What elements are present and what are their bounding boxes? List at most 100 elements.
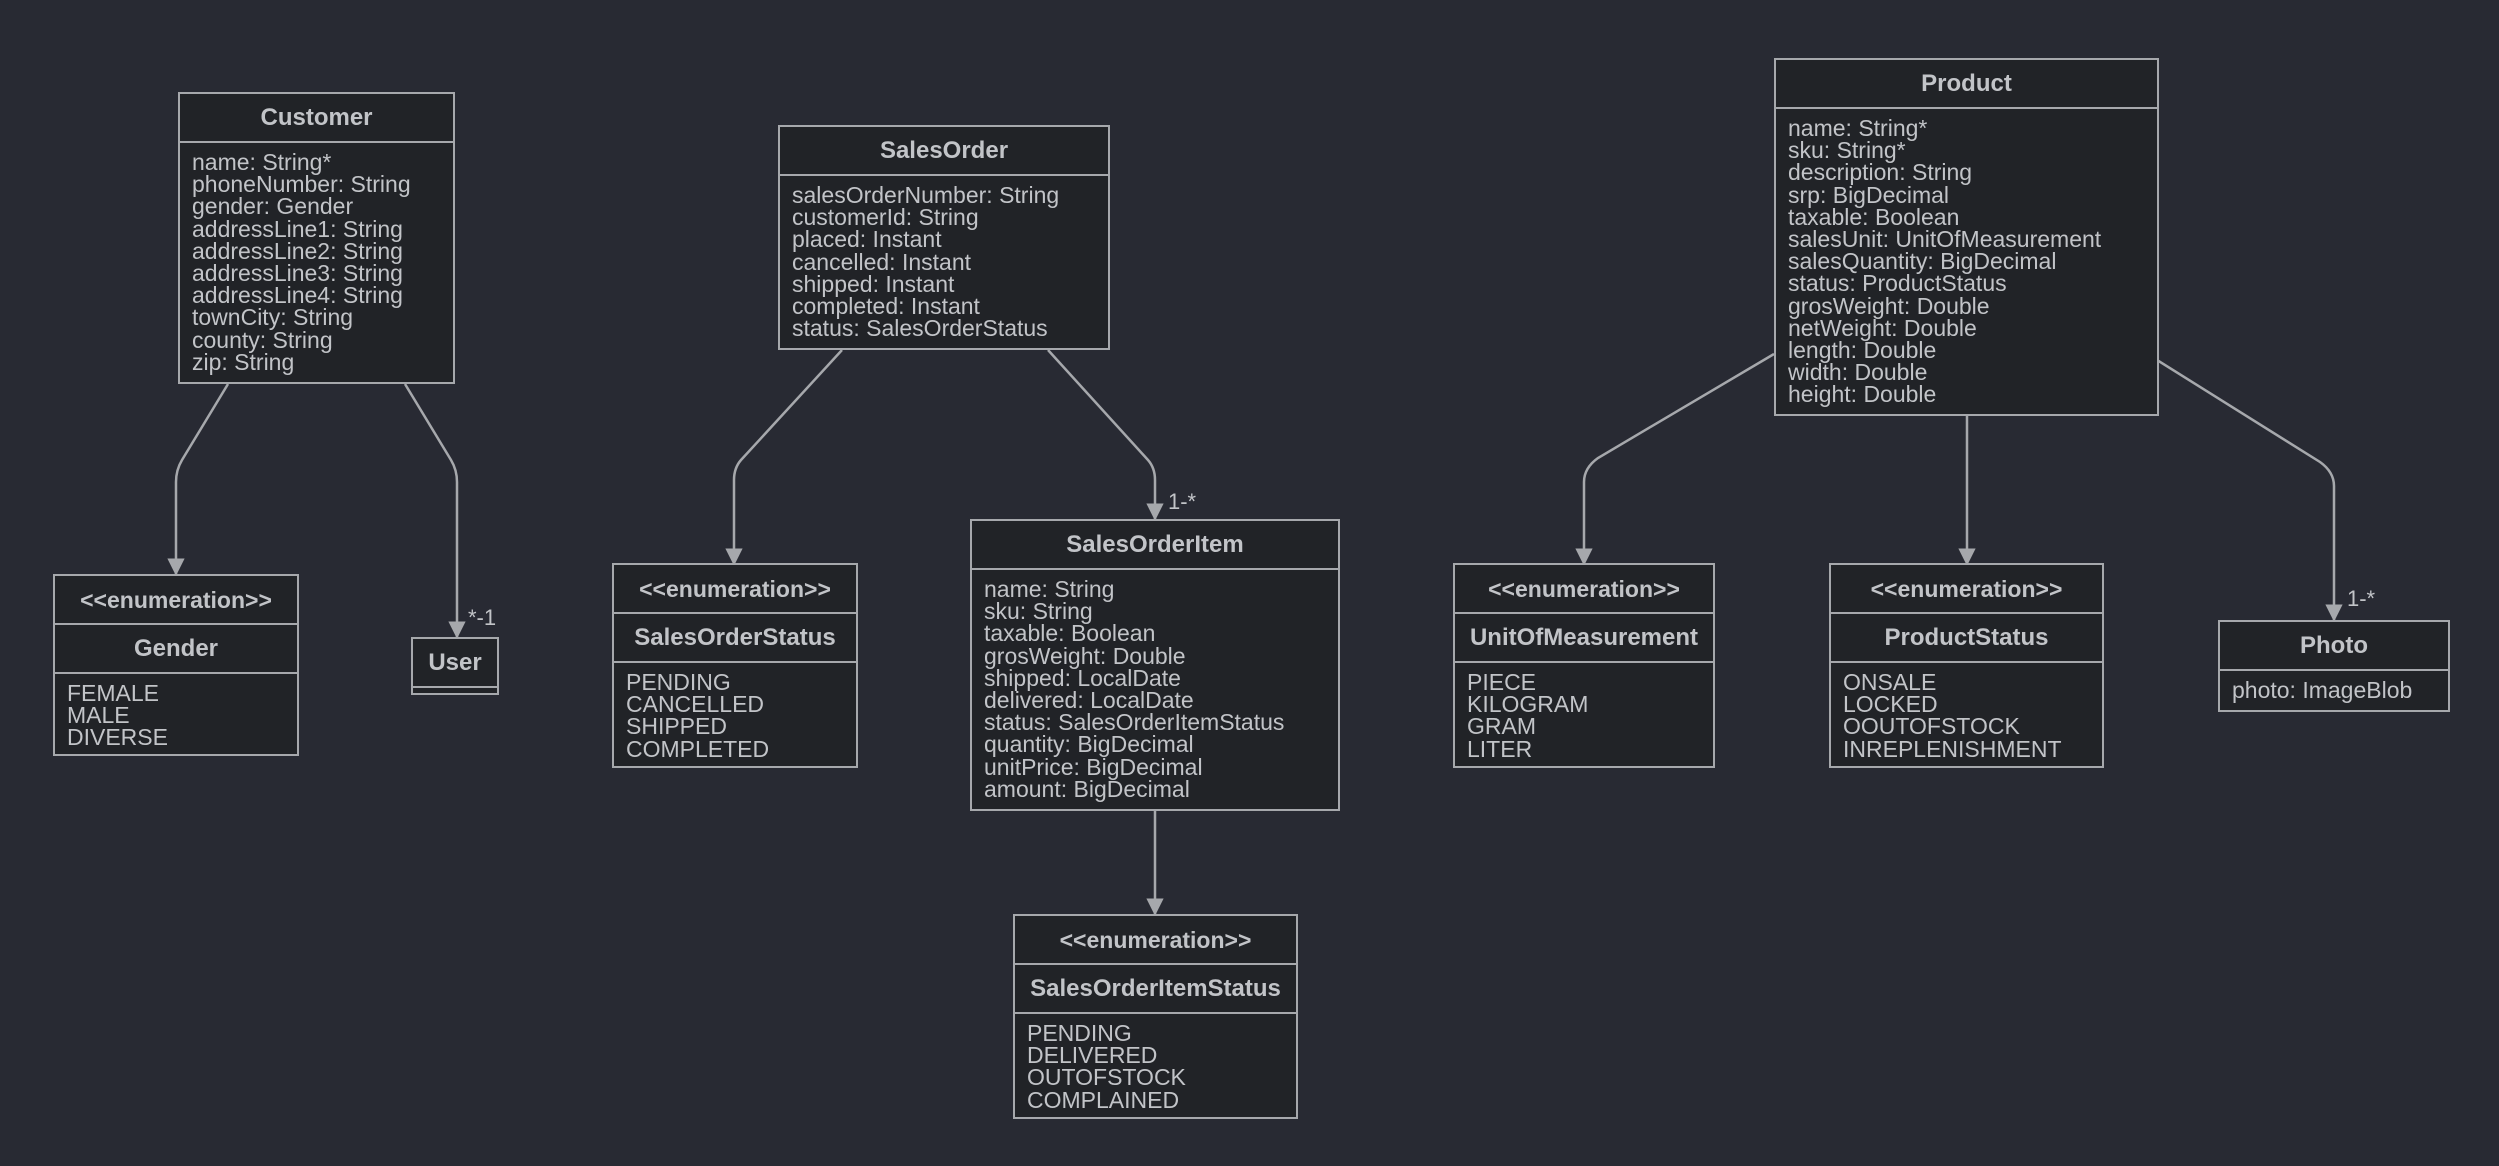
enum-value: LITER — [1467, 735, 1533, 762]
enum-value: ONSALE — [1843, 669, 1937, 695]
enum-value: DELIVERED — [1027, 1042, 1158, 1069]
class-name: User — [413, 639, 497, 688]
attribute: sku: String* — [1788, 137, 1906, 164]
attribute: width: Double — [1788, 359, 1928, 386]
edge-salesorder-salesorderstatus — [725, 349, 843, 566]
attribute: delivered: LocalDate — [984, 687, 1194, 714]
enum-values: ONSALE LOCKED OOUTOFSTOCK INREPLENISHMEN… — [1831, 663, 2102, 770]
stereotype-label: <<enumeration>> — [1015, 916, 1296, 965]
attribute: netWeight: Double — [1788, 314, 1977, 341]
attribute: shipped: Instant — [792, 270, 955, 297]
class-product[interactable]: Product name: String* sku: String* descr… — [1774, 58, 2159, 416]
attribute: phoneNumber: String — [192, 171, 411, 198]
enum-values: PENDING DELIVERED OUTOFSTOCK COMPLAINED — [1015, 1014, 1296, 1121]
enum-salesorderstatus[interactable]: <<enumeration>> SalesOrderStatus PENDING… — [612, 563, 858, 768]
attribute-list: name: String* phoneNumber: String gender… — [180, 143, 453, 383]
enum-value: GRAM — [1467, 713, 1536, 740]
class-name: Customer — [180, 94, 453, 143]
attribute: status: SalesOrderItemStatus — [984, 709, 1285, 736]
attribute: townCity: String — [192, 304, 354, 331]
enum-value: SHIPPED — [626, 713, 727, 740]
attribute: addressLine3: String — [192, 260, 403, 287]
attribute: addressLine4: String — [192, 282, 403, 309]
class-salesorder[interactable]: SalesOrder salesOrderNumber: String cust… — [778, 125, 1110, 350]
attribute: unitPrice: BigDecimal — [984, 753, 1203, 780]
enum-value: MALE — [67, 702, 130, 729]
stereotype-label: <<enumeration>> — [614, 565, 856, 614]
attribute: length: Double — [1788, 337, 1937, 364]
attribute-list: photo: ImageBlob — [2220, 671, 2448, 711]
class-name: SalesOrderItemStatus — [1015, 965, 1296, 1014]
class-name: SalesOrderItem — [972, 521, 1338, 570]
attribute: height: Double — [1788, 381, 1937, 408]
attribute: addressLine1: String — [192, 215, 403, 242]
class-salesorderitem[interactable]: SalesOrderItem name: String sku: String … — [970, 519, 1340, 811]
enum-value: OUTOFSTOCK — [1027, 1064, 1186, 1091]
enum-productstatus[interactable]: <<enumeration>> ProductStatus ONSALE LOC… — [1829, 563, 2104, 768]
edge-product-photo — [2156, 358, 2343, 622]
multiplicity-customer-user: *-1 — [468, 605, 496, 630]
attribute: quantity: BigDecimal — [984, 731, 1194, 758]
attribute: grosWeight: Double — [984, 642, 1186, 669]
enum-value: COMPLAINED — [1027, 1086, 1180, 1113]
attribute: cancelled: Instant — [792, 248, 972, 275]
enum-values: PENDING CANCELLED SHIPPED COMPLETED — [614, 663, 856, 770]
attribute: amount: BigDecimal — [984, 775, 1190, 802]
enum-salesorderitemstatus[interactable]: <<enumeration>> SalesOrderItemStatus PEN… — [1013, 914, 1298, 1119]
stereotype-label: <<enumeration>> — [55, 576, 297, 625]
class-name: SalesOrderStatus — [614, 614, 856, 663]
attribute: salesUnit: UnitOfMeasurement — [1788, 226, 2102, 253]
enum-value: FEMALE — [67, 680, 160, 706]
attribute: shipped: LocalDate — [984, 664, 1181, 691]
multiplicity-salesorder-salesorderitem: 1-* — [1168, 489, 1197, 514]
attribute-list: salesOrderNumber: String customerId: Str… — [780, 176, 1108, 349]
enum-value: LOCKED — [1843, 691, 1938, 718]
attribute: county: String — [192, 326, 333, 353]
class-name: Product — [1776, 60, 2157, 109]
class-name: UnitOfMeasurement — [1455, 614, 1713, 663]
attribute: photo: ImageBlob — [2232, 677, 2413, 703]
enum-values: PIECE KILOGRAM GRAM LITER — [1455, 663, 1713, 770]
class-name: Photo — [2220, 622, 2448, 671]
enum-value: DIVERSE — [67, 724, 168, 751]
stereotype-label: <<enumeration>> — [1455, 565, 1713, 614]
enum-values: FEMALE MALE DIVERSE — [55, 674, 297, 759]
enum-value: INREPLENISHMENT — [1843, 735, 2062, 762]
attribute: completed: Instant — [792, 293, 980, 320]
attribute: description: String — [1788, 159, 1973, 186]
class-user[interactable]: User — [411, 637, 499, 695]
attribute-list: name: String sku: String taxable: Boolea… — [972, 570, 1338, 810]
enum-value: OOUTOFSTOCK — [1843, 713, 2020, 740]
attribute: grosWeight: Double — [1788, 292, 1990, 319]
attribute: placed: Instant — [792, 226, 942, 253]
attribute: sku: String — [984, 598, 1093, 625]
attribute: taxable: Boolean — [984, 620, 1156, 647]
class-photo[interactable]: Photo photo: ImageBlob — [2218, 620, 2450, 712]
edge-salesorder-salesorderitem — [1047, 349, 1164, 521]
attribute: srp: BigDecimal — [1788, 181, 1950, 208]
enum-gender[interactable]: <<enumeration>> Gender FEMALE MALE DIVER… — [53, 574, 299, 756]
attribute: taxable: Boolean — [1788, 203, 1960, 230]
attribute-list — [413, 688, 497, 696]
attribute: salesQuantity: BigDecimal — [1788, 248, 2057, 275]
attribute: name: String — [984, 576, 1115, 602]
edge-product-unitofmeasurement — [1575, 352, 1775, 566]
enum-value: PENDING — [1027, 1020, 1132, 1046]
stereotype-label: <<enumeration>> — [1831, 565, 2102, 614]
class-name: SalesOrder — [780, 127, 1108, 176]
attribute: name: String* — [192, 149, 332, 175]
edge-customer-user — [403, 383, 466, 639]
attribute: addressLine2: String — [192, 237, 403, 264]
attribute: customerId: String — [792, 204, 979, 231]
edge-customer-gender — [167, 383, 230, 576]
attribute: name: String* — [1788, 115, 1928, 141]
attribute: gender: Gender — [192, 193, 354, 220]
class-customer[interactable]: Customer name: String* phoneNumber: Stri… — [178, 92, 455, 384]
attribute: status: SalesOrderStatus — [792, 315, 1048, 342]
enum-value: PENDING — [626, 669, 731, 695]
enum-value: PIECE — [1467, 669, 1537, 695]
class-name: Gender — [55, 625, 297, 674]
enum-unitofmeasurement[interactable]: <<enumeration>> UnitOfMeasurement PIECE … — [1453, 563, 1715, 768]
attribute-list: name: String* sku: String* description: … — [1776, 109, 2157, 416]
